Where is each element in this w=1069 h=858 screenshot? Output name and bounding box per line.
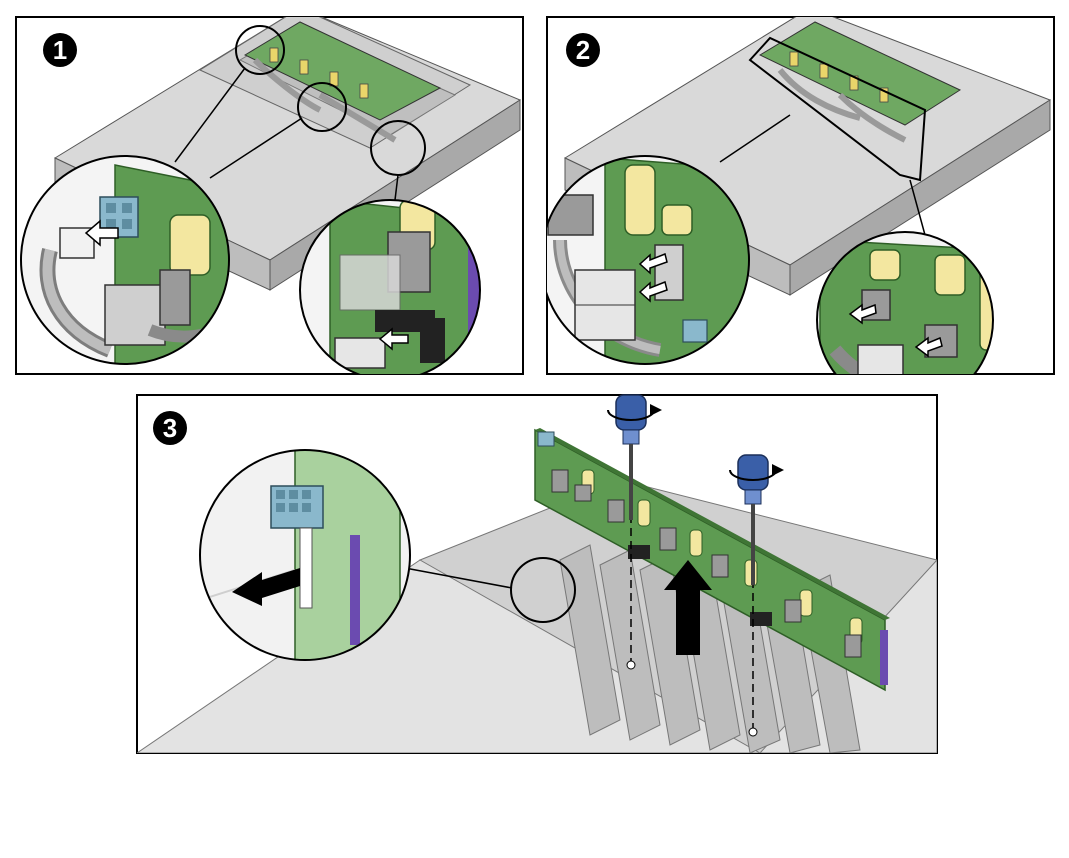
pull-arrow-icon	[84, 219, 119, 247]
pull-arrow-icon	[378, 327, 409, 351]
rotate-arrow-icon	[650, 404, 662, 416]
lift-arrow-icon	[664, 560, 712, 655]
screwdriver-icon	[607, 394, 655, 520]
callout-ring	[510, 557, 576, 623]
screwdriver-icon	[729, 454, 777, 585]
callout-frame	[748, 36, 927, 182]
svg-text:3: 3	[163, 413, 177, 443]
panel-step-2: 2	[546, 16, 1055, 375]
callout-ring	[235, 25, 285, 75]
pull-arrow-icon	[638, 252, 668, 303]
step-3-badge: 3	[153, 411, 187, 445]
panel-step-1: 1	[15, 16, 524, 375]
magnified-view-connector-detail	[816, 231, 994, 374]
svg-text:1: 1	[53, 35, 67, 65]
step-1-badge: 1	[43, 33, 77, 67]
pull-arrow-icon	[848, 303, 943, 358]
magnified-view-latch-connector	[299, 199, 481, 374]
magnified-view-power-connector	[199, 449, 411, 661]
pull-arrow-icon	[232, 568, 300, 606]
callout-ring	[297, 82, 347, 132]
svg-text:2: 2	[576, 35, 590, 65]
panel-step-3: 3	[136, 394, 938, 754]
magnified-view-power-connector	[20, 155, 230, 365]
step-2-badge: 2	[566, 33, 600, 67]
rotate-arrow-icon	[772, 464, 784, 476]
